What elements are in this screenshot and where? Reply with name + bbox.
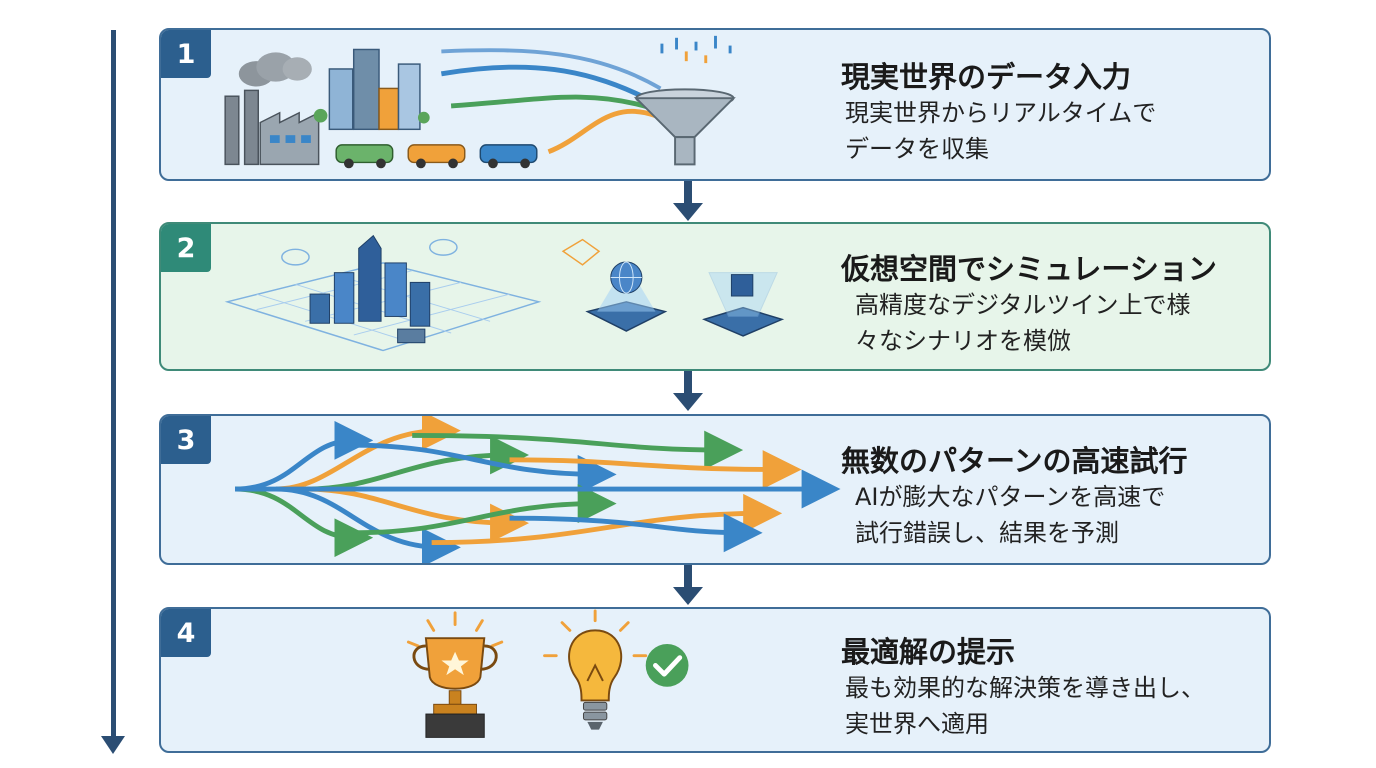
step-2-panel: 2	[159, 222, 1271, 371]
step-title: 無数のパターンの高速試行	[841, 444, 1188, 478]
lightbulb-icon	[543, 609, 648, 730]
step-description-line-1: 現実世界からリアルタイムで	[845, 99, 1157, 127]
funnel-icon	[633, 88, 736, 166]
step-title: 最適解の提示	[841, 635, 1016, 669]
step-description-line-1: 高精度なデジタルツイン上で様	[855, 291, 1191, 319]
step-description-line-1: AIが膨大なパターンを高速で	[855, 483, 1166, 511]
timeline-arrowhead	[101, 736, 125, 754]
step-description-line-1: 最も効果的な解決策を導き出し、	[845, 674, 1205, 702]
step-number-badge: 3	[161, 416, 211, 464]
down-arrow-icon	[673, 565, 703, 605]
step-description-line-2: 試行錯誤し、結果を予測	[855, 519, 1119, 547]
step-1-illustration	[224, 35, 736, 169]
step-description-line-2: 々なシナリオを模倣	[855, 327, 1071, 355]
step-description-line-2: データを収集	[845, 135, 989, 163]
step-title: 現実世界のデータ入力	[841, 60, 1132, 94]
step-title: 仮想空間でシミュレーション	[841, 252, 1217, 286]
step-4-panel: 4	[159, 607, 1271, 753]
step-4-illustration	[406, 609, 689, 738]
trophy-icon	[406, 611, 504, 738]
factory-icon	[224, 89, 320, 166]
step-1-panel: 1	[159, 28, 1271, 181]
city-icon	[313, 48, 430, 131]
step-2-illustration	[224, 234, 785, 352]
smoke-icon	[238, 52, 312, 87]
down-arrow-icon	[673, 371, 703, 411]
car-icon	[335, 144, 538, 169]
step-number-badge: 2	[161, 224, 211, 272]
hologram-globe-icon	[585, 261, 668, 332]
timeline-line	[111, 30, 116, 736]
down-arrow-icon	[673, 181, 703, 221]
step-description-line-2: 実世界へ適用	[845, 710, 989, 738]
digital-city-icon	[224, 234, 542, 352]
hologram-cube-icon	[561, 238, 785, 337]
step-3-panel: 3 無数のパターンの高速試行 AIが膨大なパターンを高速で 試行錯誤し、結果を予…	[159, 414, 1271, 565]
step-number-badge: 1	[161, 30, 211, 78]
step-number-badge: 4	[161, 609, 211, 657]
branching-arrows-icon	[234, 416, 841, 563]
checkmark-icon	[645, 644, 689, 687]
